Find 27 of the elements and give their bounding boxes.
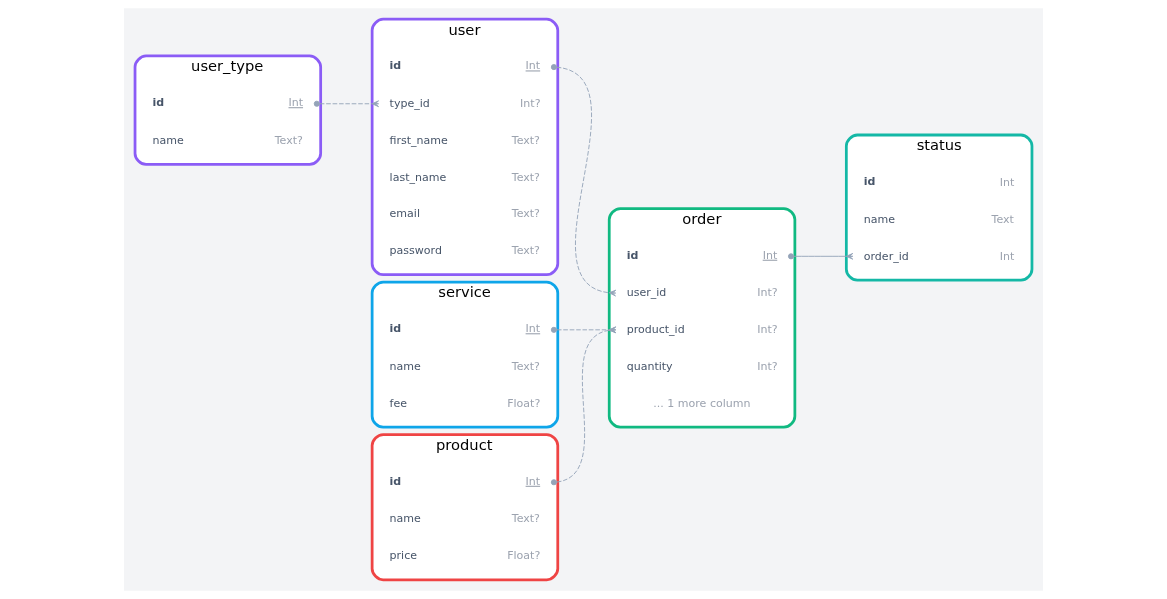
node-text: order_id Int [863,249,1015,263]
node-text: id Int [626,248,778,262]
node-text: user_id Int? [626,286,778,300]
node-text: price Float? [389,549,541,563]
node-text: product_id Int? [626,323,778,337]
node-text: fee Float? [389,396,541,410]
node-text: id Int [389,59,541,73]
connector [550,64,617,297]
node-text: first_name Text? [389,133,540,147]
node-text: email Text? [389,207,540,221]
node-text: id Int [152,96,304,110]
node-text: id Int [389,474,541,488]
connector [550,326,617,486]
node-text: name Text? [389,359,540,373]
node-text: name Text? [389,512,540,526]
connector [550,326,617,334]
node-text: ... 1 more column [653,396,751,410]
node-text: type_id Int? [389,97,541,111]
node-text: id Int [389,322,541,336]
node-text: quantity Int? [626,359,778,373]
node-text: name Text [863,212,1014,226]
node-text: name Text? [152,133,303,147]
node-text: last_name Text? [389,170,540,184]
connector [788,252,854,260]
connector [313,100,379,108]
node-text: password Text? [389,244,540,258]
node-text: id Int [863,175,1015,190]
